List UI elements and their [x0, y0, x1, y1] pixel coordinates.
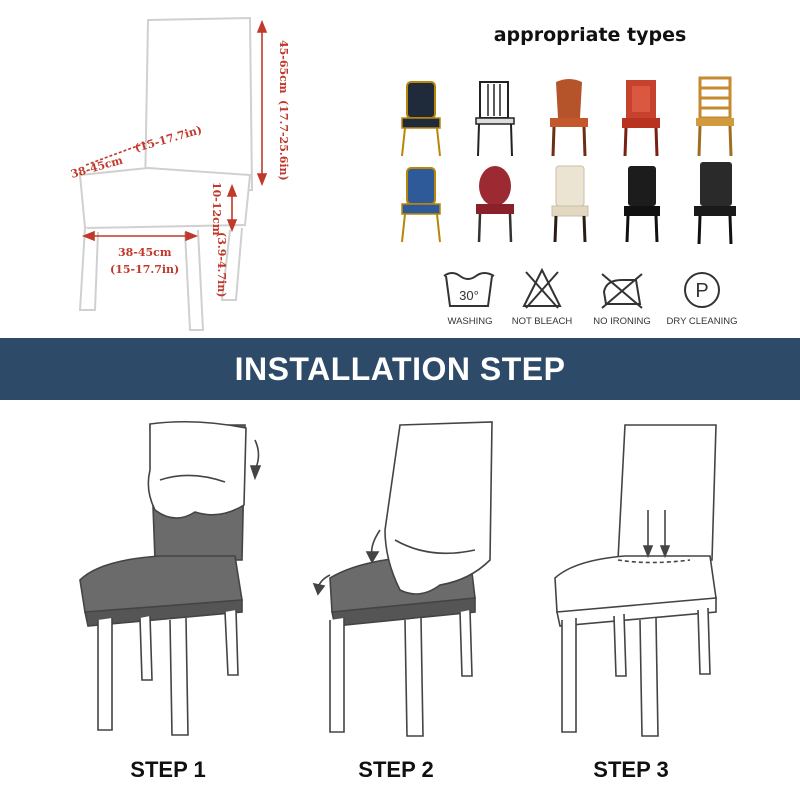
dimension-lines	[81, 19, 268, 242]
seat-width-inch-label: (15-17.7in)	[110, 263, 179, 276]
banner-title: INSTALLATION STEP	[234, 350, 566, 387]
installation-steps	[79, 420, 717, 737]
no-ironing-icon	[601, 273, 643, 309]
not-bleach-icon	[522, 267, 562, 309]
step1-chair	[79, 420, 262, 736]
washing-label: WASHING	[447, 316, 492, 327]
not-bleach-label: NOT BLEACH	[512, 316, 573, 327]
parsons-chair-black	[624, 166, 660, 243]
ladder-chair-wood	[696, 76, 734, 157]
dimension-chair-diagram: 45-65cm (17.7-25.6in) 38-45cm (15-17.7in…	[69, 16, 290, 331]
banquet-chair-black	[401, 81, 441, 157]
wooden-chair-orange	[550, 79, 588, 157]
step-1-label: STEP 1	[130, 757, 206, 782]
washing-icon: 30°	[443, 272, 495, 307]
banquet-chair-blue	[401, 167, 441, 243]
chair-types-grid	[401, 76, 736, 245]
leather-chair-black	[694, 162, 736, 245]
step-3-label: STEP 3	[593, 757, 669, 782]
round-back-chair-red	[476, 166, 514, 243]
no-ironing-label: NO IRONING	[593, 316, 651, 327]
seat-width-label: 38-45cm	[118, 246, 172, 259]
types-title: appropriate types	[493, 24, 687, 46]
installation-banner: INSTALLATION STEP	[0, 338, 800, 400]
parsons-chair-beige	[551, 165, 589, 243]
step-2-label: STEP 2	[358, 757, 434, 782]
washing-temp: 30°	[459, 288, 479, 303]
white-chair-outline	[78, 16, 254, 331]
step3-chair	[554, 424, 717, 737]
dry-cleaning-symbol: P	[695, 280, 708, 302]
dry-cleaning-label: DRY CLEANING	[667, 316, 738, 327]
metal-chair	[475, 81, 515, 157]
skirt-label: 10-12cm	[210, 182, 223, 236]
skirt-inch-label: (3.9-4.7in)	[215, 232, 228, 297]
care-instructions: 30° WASHING NOT BLEACH NO IRONING P DRY …	[443, 267, 738, 327]
height-inch-label: (17.7-25.6in)	[277, 100, 290, 181]
dry-cleaning-icon: P	[684, 272, 720, 308]
height-label: 45-65cm	[277, 40, 290, 94]
step2-chair	[312, 421, 493, 737]
leather-chair-red	[622, 80, 660, 157]
